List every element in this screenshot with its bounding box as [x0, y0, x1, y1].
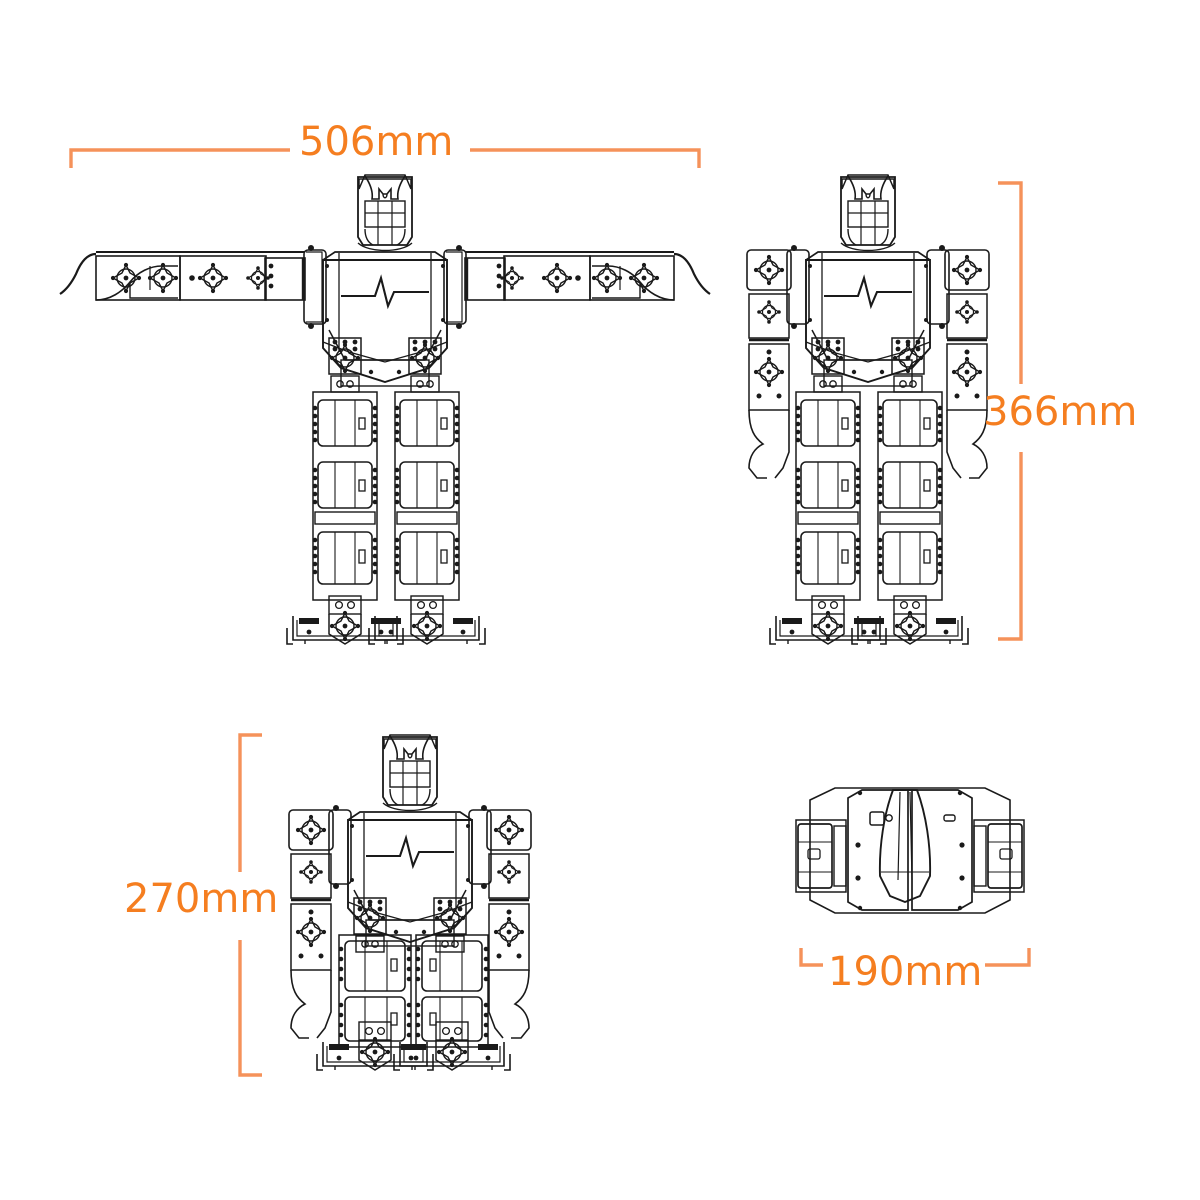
right-leg — [393, 391, 461, 601]
left-leg — [311, 391, 379, 601]
left-shoulder-servo — [795, 819, 847, 893]
right-shoulder — [468, 805, 492, 889]
view-top-down — [795, 787, 1025, 914]
right-foot — [369, 596, 485, 644]
left-leg-crouched — [338, 934, 412, 1048]
left-arm — [289, 810, 333, 1038]
head — [840, 174, 896, 252]
right-leg-crouched — [415, 934, 489, 1048]
dimension-label-270mm: 270mm — [124, 876, 279, 922]
right-arm — [945, 250, 989, 478]
view-front-arms-extended — [59, 174, 711, 644]
head — [357, 174, 413, 252]
right-shoulder — [926, 245, 950, 329]
dimension-label-190mm: 190mm — [828, 949, 983, 995]
left-arm — [747, 250, 791, 478]
right-shoulder-servo — [973, 819, 1025, 893]
left-shoulder — [786, 245, 810, 329]
head — [382, 734, 438, 812]
dimension-line-366 — [998, 181, 1023, 641]
right-arm-extended — [464, 251, 711, 301]
dimension-line-270 — [238, 733, 262, 1077]
view-front-crouched — [289, 734, 531, 1070]
dimension-line-506 — [69, 148, 701, 168]
left-arm-extended — [59, 251, 306, 301]
right-arm — [487, 810, 531, 1038]
left-shoulder — [328, 805, 352, 889]
view-front-arms-down — [747, 174, 989, 644]
right-foot — [852, 596, 968, 644]
dimension-label-366mm: 366mm — [983, 389, 1138, 435]
dimension-label-506mm: 506mm — [299, 119, 454, 165]
right-leg — [876, 391, 944, 601]
dimension-line-190 — [799, 948, 1031, 967]
left-leg — [794, 391, 862, 601]
